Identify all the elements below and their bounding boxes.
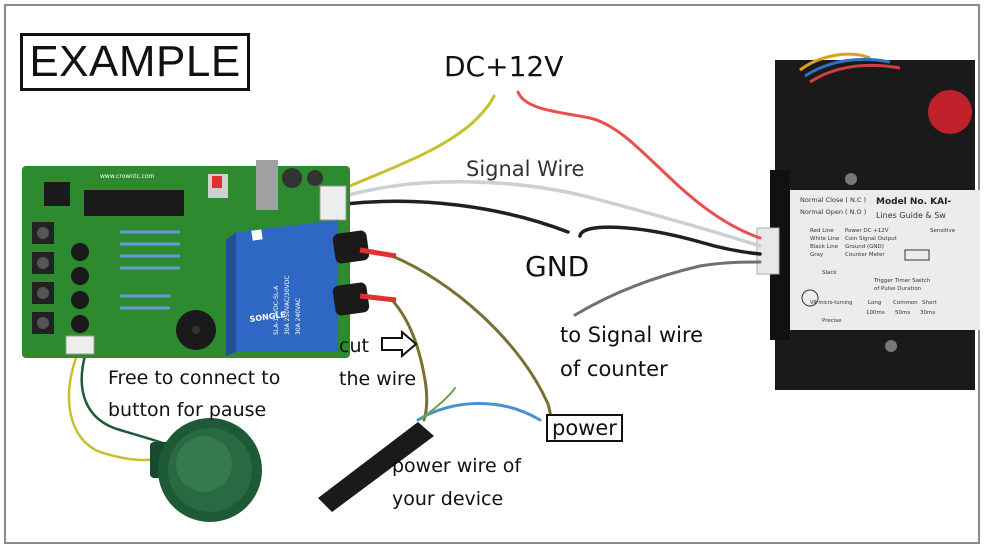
relay-rating1-text: 30A 250VAC/30VDC xyxy=(284,275,291,335)
example-title: EXAMPLE xyxy=(20,33,250,91)
relay-terminals xyxy=(332,230,397,316)
device-label-panel xyxy=(790,190,980,330)
signal-wire-label: Signal Wire xyxy=(466,157,585,181)
panel-gray-line: Gray xyxy=(810,252,824,258)
circuit-board: SLA-12VDC-SL-A 30A 250VAC/30VDC 30A 240V… xyxy=(22,160,350,358)
panel-sensitive: Sensitive xyxy=(930,228,956,234)
free-line1: Free to connect to xyxy=(108,367,281,389)
black-wire-left xyxy=(343,199,570,234)
dc-voltage-label: DC+12V xyxy=(444,50,564,83)
cut-arrow-icon xyxy=(381,329,418,359)
relay-cut-wire xyxy=(390,298,429,422)
panel-power-dc: Power DC +12V xyxy=(845,228,889,234)
panel-precise: Precise xyxy=(822,318,842,324)
power-wire-line2: your device xyxy=(392,488,504,510)
button-yellow-wire xyxy=(67,350,162,462)
panel-pulse: of Pulse Duration xyxy=(874,286,922,292)
gnd-label: GND xyxy=(525,250,590,283)
panel-ground: Ground (GND) xyxy=(845,244,884,250)
to-signal-line2: of counter xyxy=(560,357,668,381)
panel-no: Normal Open ( N.O ) xyxy=(800,208,866,216)
free-to-connect-label: Free to connect to button for pause xyxy=(108,362,280,426)
yellow-wire xyxy=(343,94,496,190)
wire-bundle xyxy=(67,90,762,462)
panel-counter-meter: Counter Meter xyxy=(845,252,885,258)
power-wire-label: power wire of your device xyxy=(392,450,521,516)
board-url-text: www.crowntc.com xyxy=(100,173,155,180)
green-wire xyxy=(421,387,456,419)
power-wire-line1: power wire of xyxy=(392,455,522,477)
panel-short-val: 30ms xyxy=(920,310,935,316)
white-wire xyxy=(343,180,762,248)
to-signal-wire-label: to Signal wire of counter xyxy=(560,318,740,386)
panel-model: Model No. KAI- xyxy=(876,197,951,207)
coin-acceptor-device xyxy=(756,52,980,390)
black-wire-right xyxy=(578,225,762,256)
panel-subtitle: Lines Guide & Sw xyxy=(876,211,946,220)
panel-trigger: Trigger Timer Switch xyxy=(873,278,931,284)
power-cable xyxy=(318,422,434,512)
panel-micro: VR micro-turning xyxy=(810,300,852,306)
to-signal-line1: to Signal wire xyxy=(560,323,704,347)
relay-rating2-text: 30A 240VAC xyxy=(295,298,302,335)
free-line2: button for pause xyxy=(108,399,267,421)
panel-red-line: Red Line xyxy=(810,228,834,234)
panel-black-line: Black Line xyxy=(810,244,839,250)
red-wire xyxy=(516,90,762,240)
cut-line2: the wire xyxy=(339,368,417,390)
relay-model-text: SLA-12VDC-SL-A xyxy=(273,285,280,335)
panel-common-val: 50ms xyxy=(895,310,910,316)
panel-white-line: White Line xyxy=(810,236,840,242)
panel-short: Short xyxy=(922,300,938,306)
panel-coin-signal: Coin Signal Output xyxy=(845,236,898,242)
panel-long-val: 100ms xyxy=(866,310,885,316)
blue-wire xyxy=(416,402,542,422)
panel-long: Long xyxy=(868,300,881,306)
panel-common: Common xyxy=(893,300,918,306)
cut-line1: cut xyxy=(339,335,369,357)
power-label: power xyxy=(546,414,623,442)
button-green-wire xyxy=(80,350,167,446)
device-connector xyxy=(756,227,780,275)
gray-wire xyxy=(573,260,762,317)
pause-button xyxy=(150,418,262,522)
panel-nc: Normal Close ( N.C ) xyxy=(800,196,866,204)
cut-wire-label: cut the wire xyxy=(339,330,416,396)
relay xyxy=(226,220,338,356)
panel-slack: Slack xyxy=(822,270,837,276)
chip-ic xyxy=(84,190,184,216)
